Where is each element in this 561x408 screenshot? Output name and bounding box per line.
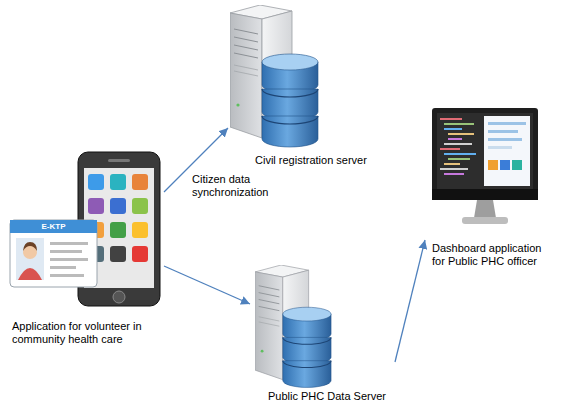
device-node: Application for volunteer in community h… [8, 150, 164, 355]
device-node: Dashboard application for Public PHC off… [425, 105, 559, 275]
id-card-icon [10, 220, 97, 287]
node-caption: Civil registration server [255, 154, 377, 167]
arrow-connector [164, 266, 250, 304]
node-caption: Application for volunteer in community h… [12, 320, 152, 346]
node-caption: Dashboard application for Public PHC off… [432, 242, 550, 268]
monitor-icon [432, 108, 538, 224]
arrow-connector [395, 240, 425, 362]
server-icon [255, 265, 331, 387]
device-node: Civil registration server [228, 2, 379, 170]
card-title: E-KTP [10, 221, 97, 233]
server-icon [230, 5, 318, 147]
device-node: Public PHC Data Server [250, 262, 395, 405]
node-caption: Public PHC Data Server [268, 390, 390, 403]
edge-label: Citizen data synchronization [190, 173, 278, 199]
